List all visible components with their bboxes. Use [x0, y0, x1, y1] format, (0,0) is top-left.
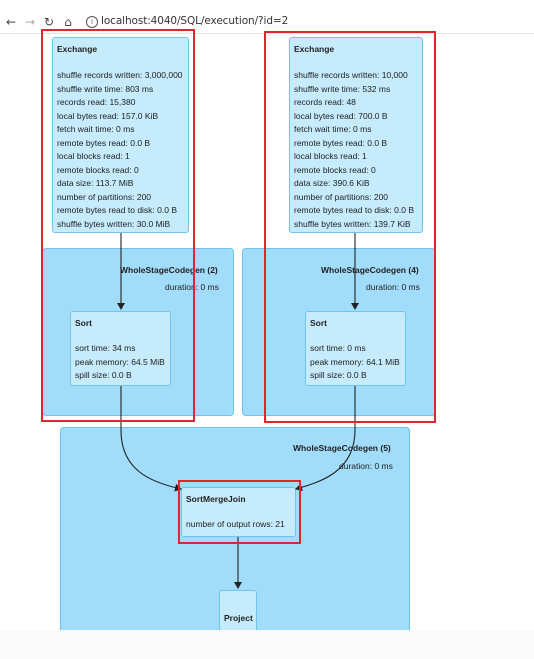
node-project[interactable]: Project	[219, 590, 257, 635]
metric-item: peak memory: 64.5 MiB	[75, 356, 165, 367]
node-exchange-right[interactable]: Exchange shuffle records written: 10,000…	[289, 37, 423, 233]
node-title: Exchange	[294, 44, 335, 54]
metric-item: spill size: 0.0 B	[75, 370, 132, 380]
edge-sort-right-to-smj	[295, 386, 356, 492]
metric-item: peak memory: 64.1 MiB	[310, 356, 400, 367]
node-title: SortMergeJoin	[186, 494, 246, 504]
metric-item: fetch wait time: 0 ms	[294, 124, 372, 134]
metric-item: remote blocks read: 0	[294, 164, 376, 175]
url-field[interactable]: localhost:4040/SQL/execution/?id=2	[101, 15, 289, 27]
info-icon[interactable]: i	[86, 16, 98, 28]
metric-item: number of output rows: 21	[186, 519, 285, 529]
metric-item: shuffle bytes written: 139.7 KiB	[294, 218, 411, 229]
cluster-title: WholeStageCodegen (2)	[120, 265, 218, 275]
cluster-duration: duration: 0 ms	[366, 282, 420, 292]
back-icon[interactable]: ←	[5, 15, 17, 29]
edge-sort-left-to-smj	[120, 386, 182, 492]
metric-item: shuffle bytes written: 30.0 MiB	[57, 218, 171, 229]
metrics-list: shuffle records written: 10,000 shuffle …	[294, 69, 414, 231]
metric-item: remote bytes read to disk: 0.0 B	[294, 205, 415, 215]
metric-item: remote bytes read to disk: 0.0 B	[57, 205, 178, 215]
node-title: Project	[224, 613, 253, 623]
cluster-duration: duration: 0 ms	[165, 282, 219, 292]
home-icon[interactable]: ⌂	[64, 15, 72, 29]
metric-item: number of partitions: 200	[57, 191, 152, 202]
node-sort-right[interactable]: Sort sort time: 0 ms peak memory: 64.1 M…	[305, 311, 406, 386]
metrics-list: sort time: 34 ms peak memory: 64.5 MiB s…	[75, 342, 165, 383]
metric-item: spill size: 0.0 B	[310, 370, 367, 380]
metric-item: remote bytes read: 0.0 B	[294, 137, 388, 148]
browser-toolbar: ← → ↻ ⌂ i localhost:4040/SQL/execution/?…	[0, 0, 534, 32]
node-title: Exchange	[57, 44, 98, 54]
metric-item: shuffle write time: 532 ms	[294, 83, 391, 94]
metric-item: remote bytes read: 0.0 B	[57, 137, 151, 148]
cluster-title: WholeStageCodegen (5)	[293, 443, 391, 453]
metric-item: sort time: 0 ms	[310, 343, 366, 353]
metric-item: data size: 113.7 MiB	[57, 178, 134, 188]
metric-item: data size: 390.6 KiB	[294, 178, 370, 188]
metric-item: shuffle records written: 10,000	[294, 70, 408, 80]
metric-item: local blocks read: 1	[57, 151, 130, 161]
metric-item: shuffle write time: 803 ms	[57, 83, 154, 94]
page-bottom-area	[0, 630, 534, 659]
reload-icon[interactable]: ↻	[43, 15, 55, 29]
cluster-duration: duration: 0 ms	[339, 461, 393, 471]
metric-item: local bytes read: 157.0 KiB	[57, 110, 159, 121]
node-exchange-left[interactable]: Exchange shuffle records written: 3,000,…	[52, 37, 189, 233]
metrics-list: sort time: 0 ms peak memory: 64.1 MiB sp…	[310, 342, 400, 383]
metric-item: number of partitions: 200	[294, 191, 389, 202]
forward-icon[interactable]: →	[24, 15, 36, 29]
metric-item: local bytes read: 700.0 B	[294, 110, 388, 121]
toolbar-divider	[0, 33, 534, 34]
metric-item: local blocks read: 1	[294, 151, 367, 161]
metric-item: records read: 15,380	[57, 97, 136, 107]
node-sortmergejoin[interactable]: SortMergeJoin number of output rows: 21	[181, 487, 296, 537]
node-sort-left[interactable]: Sort sort time: 34 ms peak memory: 64.5 …	[70, 311, 171, 386]
node-title: Sort	[75, 318, 92, 328]
metrics-list: number of output rows: 21	[186, 518, 285, 532]
metrics-list: shuffle records written: 3,000,000 shuff…	[57, 69, 183, 231]
metric-item: fetch wait time: 0 ms	[57, 124, 135, 134]
cluster-title: WholeStageCodegen (4)	[321, 265, 419, 275]
metric-item: records read: 48	[294, 97, 356, 107]
node-title: Sort	[310, 318, 327, 328]
metric-item: shuffle records written: 3,000,000	[57, 70, 183, 80]
metric-item: sort time: 34 ms	[75, 343, 136, 353]
metric-item: remote blocks read: 0	[57, 164, 139, 175]
